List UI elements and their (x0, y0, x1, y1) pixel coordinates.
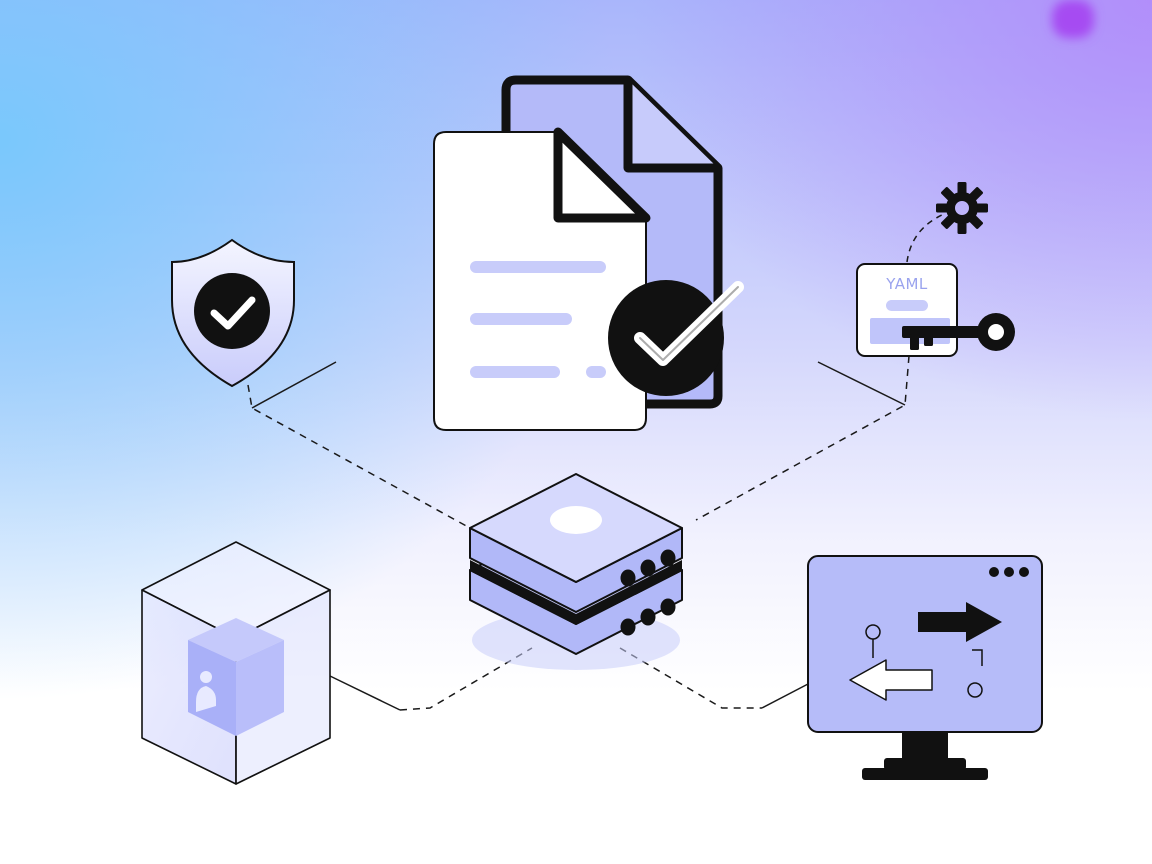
document-front-fold (553, 127, 651, 223)
connector-monitor (619, 647, 762, 709)
connector-shield-solid (251, 361, 337, 409)
server-top-disc (550, 506, 602, 534)
monitor-stand-neck (902, 732, 948, 760)
shield-check-badge (194, 273, 270, 349)
connector-monitor-solid (761, 683, 809, 709)
shield-check-icon (171, 238, 295, 388)
monitor-arrow-left (849, 659, 933, 701)
document-check-mark (634, 281, 744, 366)
document-check-mark-outline (639, 286, 739, 361)
documents-check-icon (433, 75, 744, 431)
monitor-stand-foot (884, 758, 966, 770)
yaml-config-key-icon: YAML (856, 263, 1015, 357)
cube-inner-right (236, 640, 284, 736)
server-stack-icon (469, 473, 683, 670)
connector-container-solid (329, 675, 401, 711)
monitor-transfer-icon (807, 555, 1043, 780)
monitor-screen (807, 555, 1043, 733)
monitor-nodes (865, 624, 983, 698)
cube-inner-left (188, 640, 236, 736)
server-bottom-leds (620, 598, 676, 636)
gear-icon (936, 182, 988, 234)
server-top-leds (620, 549, 676, 587)
connector-lines (247, 213, 945, 711)
glow-accent (1052, 0, 1094, 38)
connector-gear (906, 213, 945, 263)
cube-user-glyph (196, 671, 216, 712)
monitor-menu-dots (989, 567, 1029, 577)
connector-config (695, 355, 910, 521)
connector-container (399, 647, 533, 711)
monitor-arrow-right (918, 602, 1002, 642)
container-cube-icon (141, 541, 331, 785)
document-back-fold (623, 80, 718, 173)
config-card-label: YAML (885, 275, 928, 293)
connector-config-solid (817, 361, 906, 406)
shield-check-mark (210, 296, 256, 330)
config-card-line (886, 300, 928, 311)
document-text-lines (470, 261, 606, 378)
document-check-badge (608, 280, 724, 396)
key-icon (902, 313, 1015, 351)
monitor-stand-base (862, 768, 988, 780)
